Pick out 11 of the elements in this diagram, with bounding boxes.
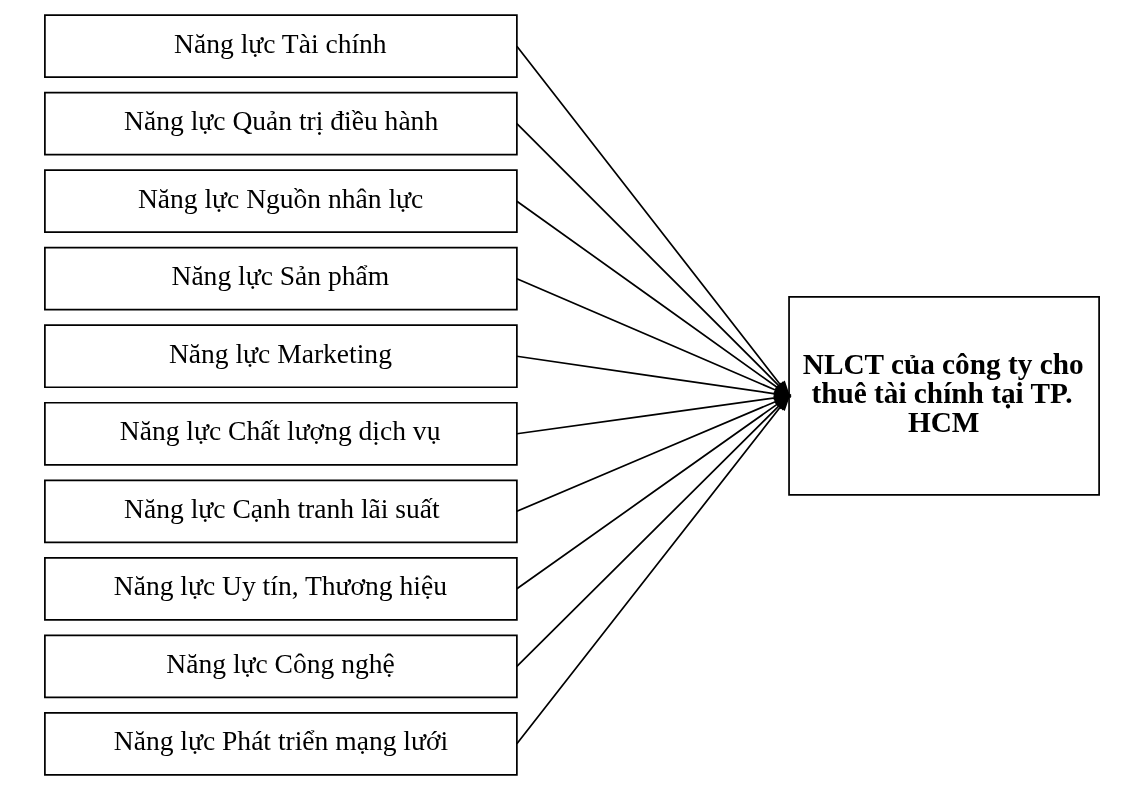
node-box: Năng lực Chất lượng dịch vụ bbox=[44, 401, 518, 466]
node-box: Năng lực Công nghệ bbox=[44, 634, 518, 699]
node-box: Năng lực Quản trị điều hành bbox=[44, 91, 518, 156]
node-box: Năng lực Marketing bbox=[44, 324, 518, 389]
node-box: Năng lực Uy tín, Thương hiệu bbox=[44, 556, 518, 621]
node-box: Năng lực Nguồn nhân lực bbox=[44, 169, 518, 234]
node-box: Năng lực Tài chính bbox=[44, 14, 518, 79]
node-box: NLCT của công ty cho thuê tài chính tại TP. HCM bbox=[788, 295, 1100, 496]
node-box: Năng lực Phát triển mạng lưới bbox=[44, 711, 518, 776]
node-box: Năng lực Cạnh tranh lãi suất bbox=[44, 479, 518, 544]
node-box: Năng lực Sản phẩm bbox=[44, 246, 518, 311]
